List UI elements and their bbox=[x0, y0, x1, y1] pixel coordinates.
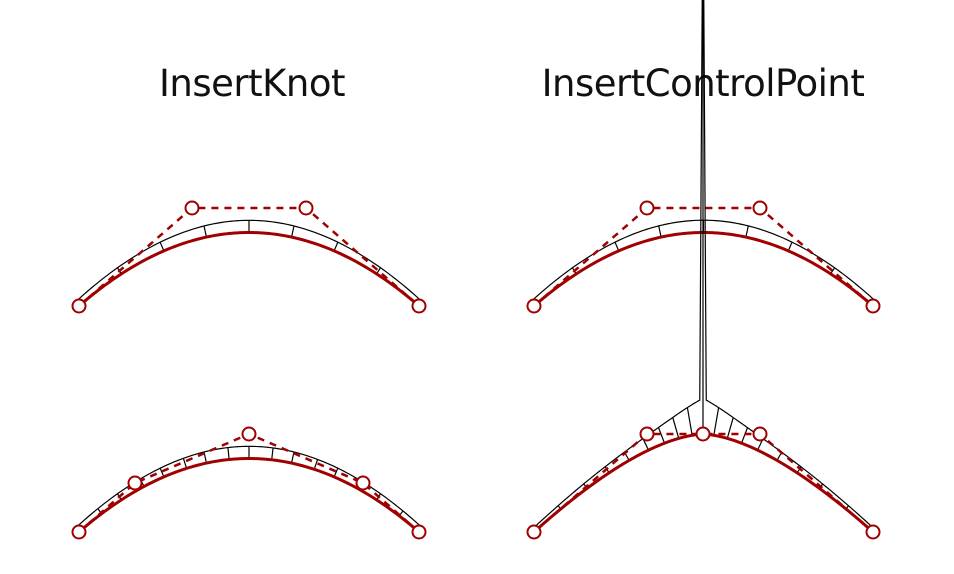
insert-control-point-before-control-point bbox=[752, 200, 768, 216]
insert-control-point-after-control-point bbox=[695, 426, 711, 442]
insert-control-point-after-comb-tooth bbox=[672, 417, 680, 439]
insert-knot-after-comb-tooth bbox=[271, 447, 274, 460]
insert-knot-after-comb-tooth bbox=[182, 458, 188, 469]
insert-knot-after-curve bbox=[78, 456, 420, 534]
insert-knot-before-comb-tooth bbox=[203, 225, 208, 238]
insert-knot-before-control-point bbox=[71, 298, 87, 314]
insert-knot-before-control-point bbox=[298, 200, 314, 216]
insert-knot-after-comb-tooth bbox=[313, 459, 319, 470]
insert-control-point-before-control-point bbox=[526, 298, 542, 314]
insert-control-point-after-comb-tooth bbox=[657, 427, 666, 444]
insert-knot-after-control-point bbox=[411, 524, 427, 540]
insert-control-point-after-comb-tooth bbox=[686, 407, 693, 436]
insert-knot-before-comb-tooth bbox=[333, 241, 339, 252]
insert-knot-after-control-point bbox=[241, 426, 257, 442]
insert-knot-after-comb-tooth bbox=[227, 447, 230, 460]
title-insert-knot: InsertKnot bbox=[159, 62, 345, 105]
insert-knot-before-control-point bbox=[184, 200, 200, 216]
insert-control-point-before-control-point bbox=[865, 298, 881, 314]
insert-knot-before-control-polygon bbox=[78, 206, 420, 307]
insert-control-point-before-comb-tooth bbox=[614, 241, 620, 252]
insert-control-point-before-comb-tooth bbox=[745, 225, 749, 238]
insert-knot-before-comb-tooth bbox=[159, 241, 165, 252]
insert-control-point-after-control-polygon bbox=[533, 432, 874, 533]
insert-control-point-after-control-point bbox=[639, 426, 655, 442]
insert-knot-before-comb-tooth bbox=[290, 225, 295, 238]
insert-control-point-before-comb-tooth bbox=[787, 241, 793, 252]
insert-control-point-after-control-point bbox=[865, 524, 881, 540]
insert-knot-after-comb-tooth bbox=[333, 467, 339, 478]
insert-knot-after-control-point bbox=[355, 475, 371, 491]
insert-knot-after-control-point bbox=[127, 475, 143, 491]
insert-knot-before-control-point bbox=[411, 298, 427, 314]
insert-control-point-after-comb-tooth bbox=[726, 417, 734, 439]
insert-control-point-after-comb-tooth bbox=[740, 427, 749, 444]
insert-control-point-after-comb-tooth bbox=[713, 407, 720, 436]
insert-knot-after-comb-tooth bbox=[159, 467, 165, 478]
insert-control-point-after-control-point bbox=[752, 426, 768, 442]
insert-control-point-before-control-point bbox=[639, 200, 655, 216]
insert-knot-before-curve bbox=[78, 230, 420, 308]
insert-control-point-after-control-point bbox=[526, 524, 542, 540]
insert-knot-after-control-point bbox=[71, 524, 87, 540]
insert-control-point-before-comb-tooth bbox=[658, 225, 662, 238]
